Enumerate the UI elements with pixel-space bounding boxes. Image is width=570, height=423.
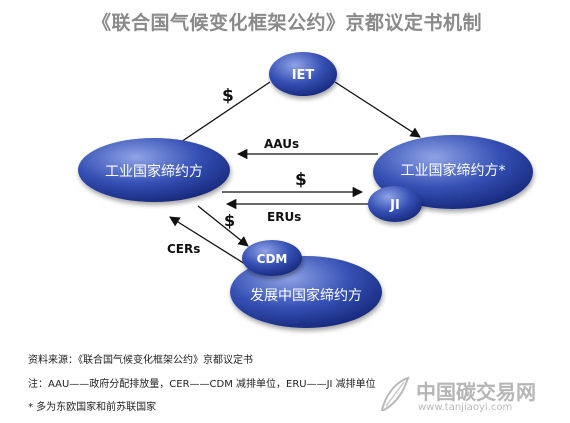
node-industrial-right: 工业国家缔约方* [373, 135, 533, 209]
edge-label-dollar-ji: $ [295, 170, 307, 190]
node-label-industrial-right: 工业国家缔约方* [401, 162, 506, 179]
edge-cers [169, 216, 246, 265]
watermark-name: 中国碳交易网 [416, 380, 536, 404]
diagram-title: 《联合国气候变化框架公约》京都议定书机制 [92, 12, 483, 34]
node-cdm: CDM [242, 240, 302, 276]
edge-dollar-cdm [197, 205, 249, 247]
source-note: 资料来源：《联合国气候变化框架公约》京都议定书 [28, 355, 253, 366]
node-label-developing: 发展中国家缔约方 [250, 287, 362, 304]
edge-label-cers: CERs [167, 242, 200, 256]
edge-left-to-iet [171, 81, 271, 149]
abbreviation-note: 注：AAU——政府分配排放量，CER——CDM 减排单位，ERU——JI 减排单… [28, 379, 376, 390]
node-label-cdm: CDM [257, 252, 288, 266]
node-label-industrial-left: 工业国家缔约方 [105, 163, 203, 180]
watermark: 中国碳交易网 www.tanjiaoyi.com [376, 372, 566, 420]
node-label-ji: JI [389, 198, 400, 213]
watermark-url: www.tanjiaoyi.com [418, 402, 513, 413]
node-label-iet: IET [292, 68, 315, 83]
edge-label-dollar-cdm: $ [224, 211, 235, 230]
footnote: * 多为东欧国家和前苏联国家 [28, 402, 157, 413]
node-industrial-left: 工业国家缔约方 [78, 138, 230, 202]
node-ji: JI [368, 186, 422, 222]
edge-label-erus: ERUs [267, 210, 301, 224]
edge-label-dollar-iet: $ [222, 86, 234, 106]
edge-label-aaus: AAUs [264, 137, 299, 151]
edge-iet-to-right [334, 81, 421, 138]
node-iet: IET [269, 52, 337, 96]
leaf-logo-icon [380, 376, 410, 411]
